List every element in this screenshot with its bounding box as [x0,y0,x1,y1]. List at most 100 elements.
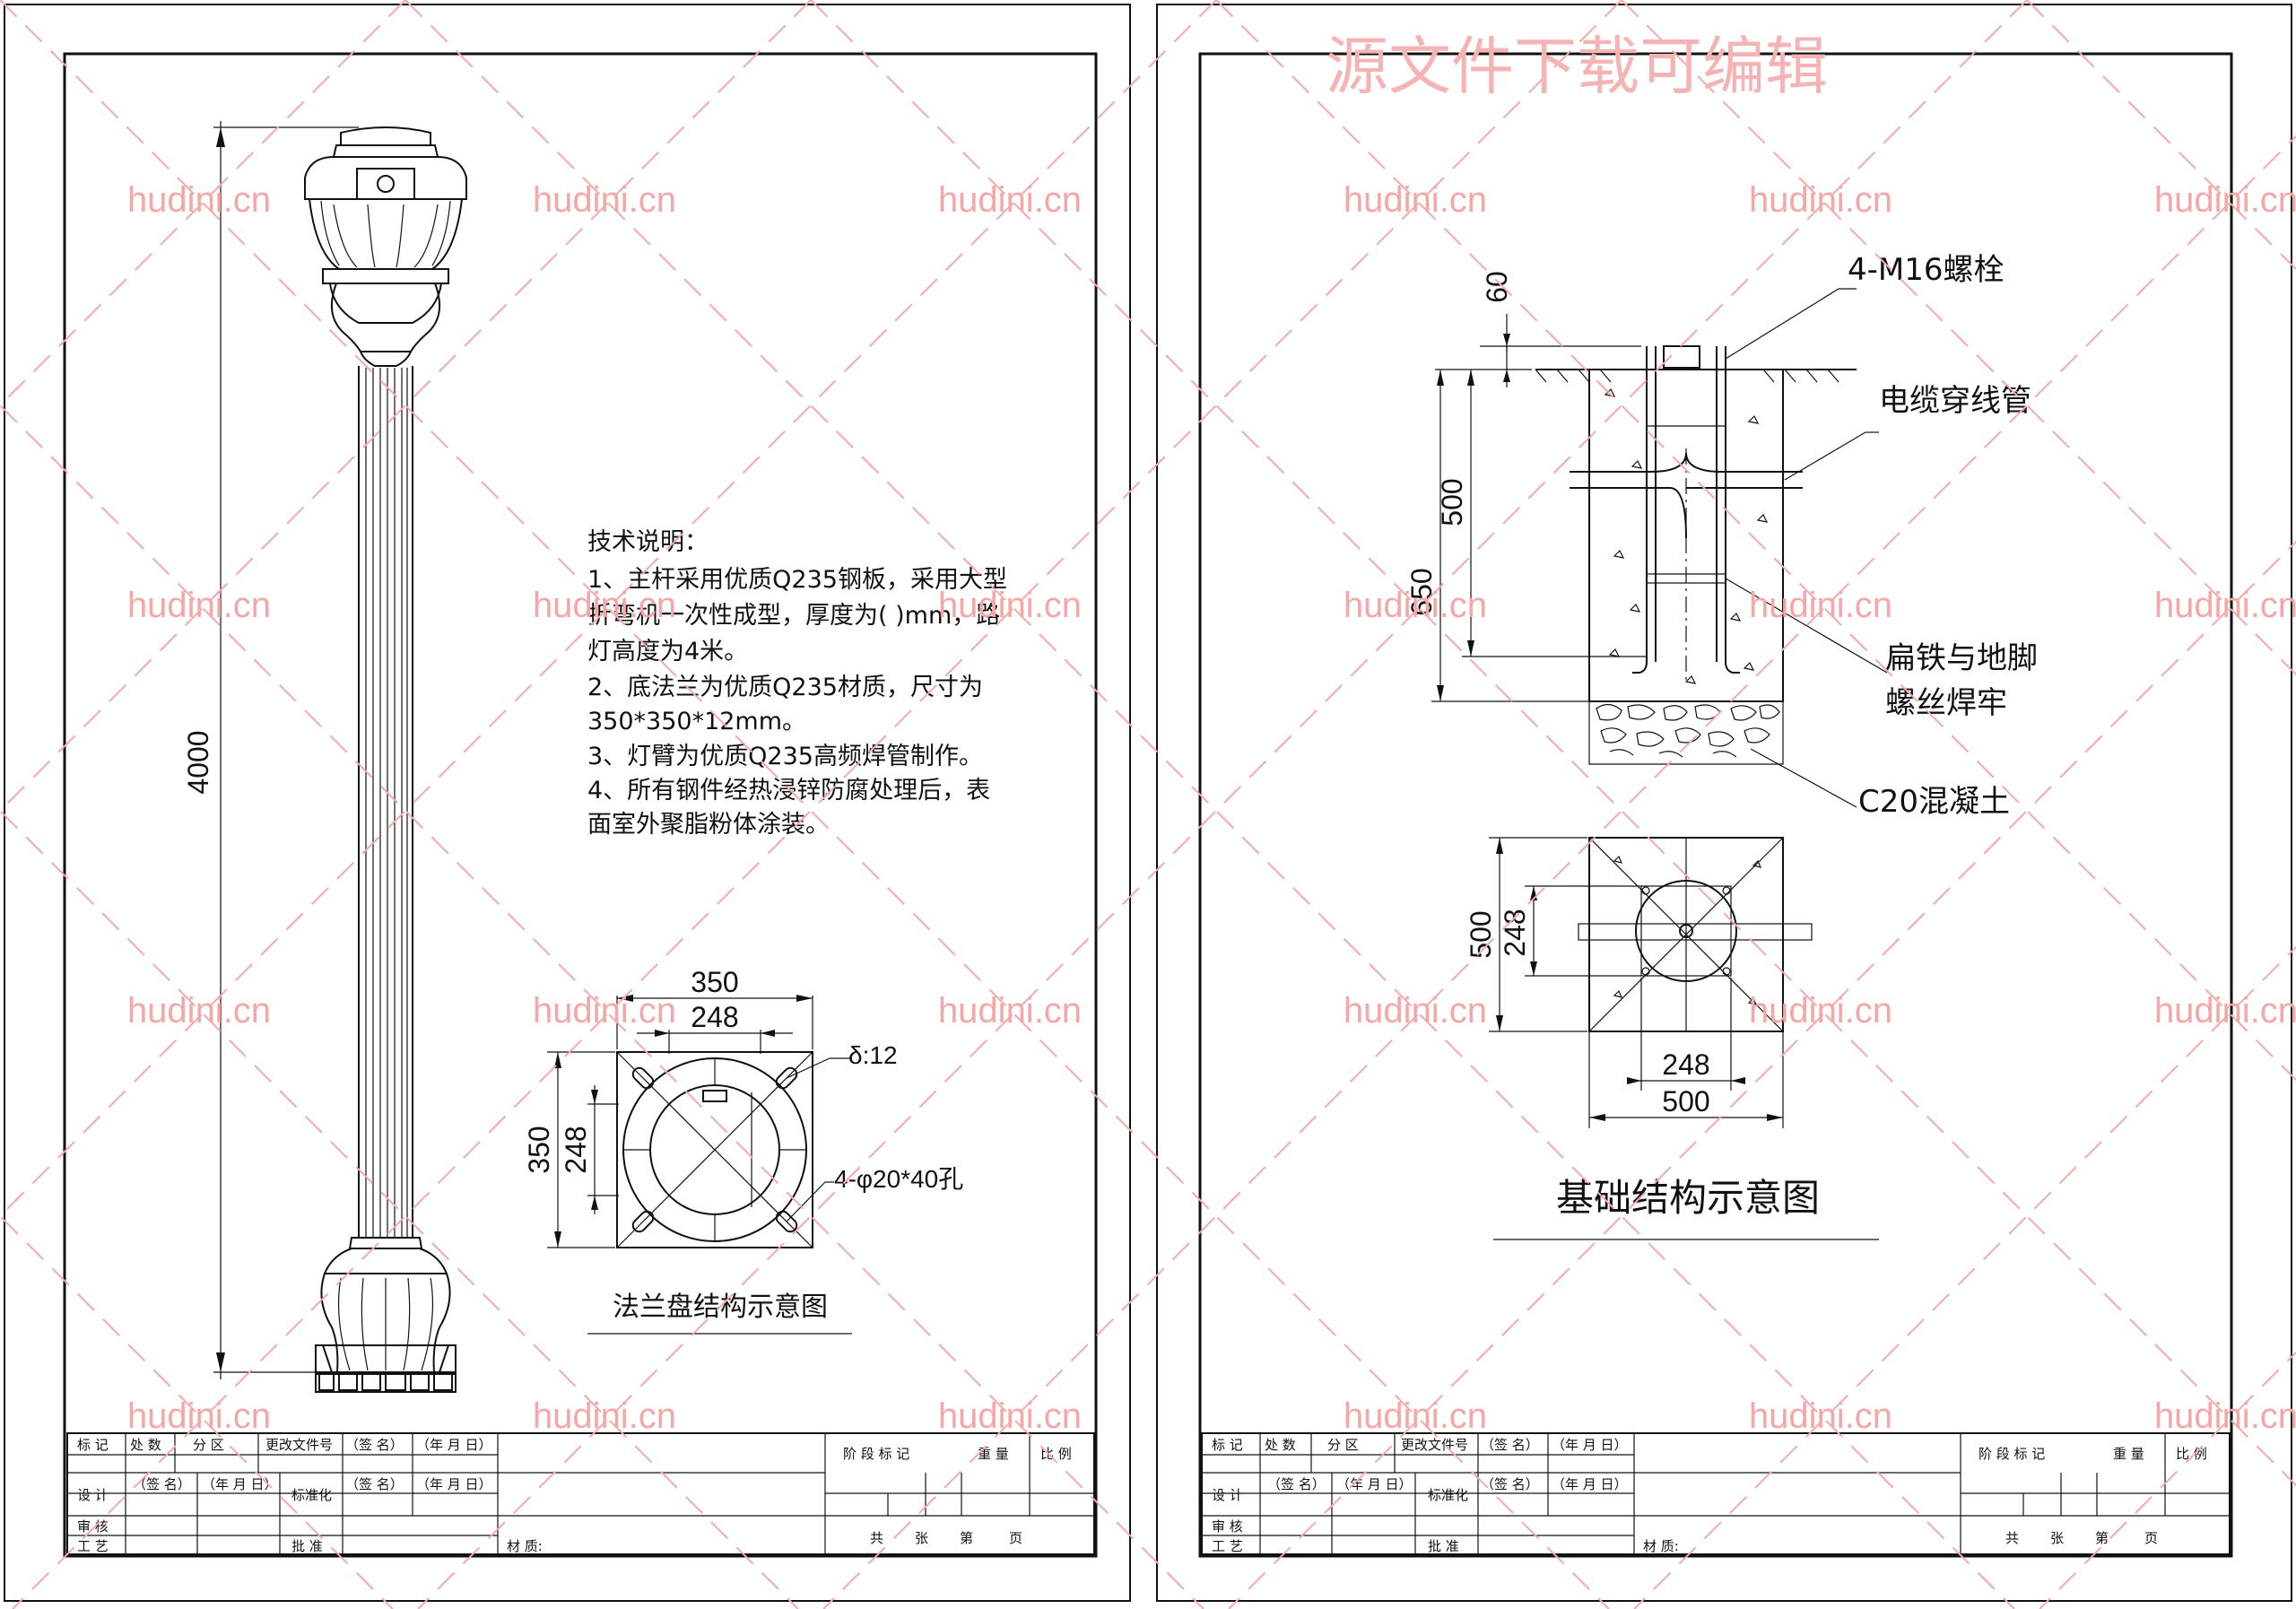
concrete-label: C20混凝土 [1858,784,2010,820]
tb-total: 共 [870,1530,883,1546]
tb-r-page: 页 [2144,1530,2158,1546]
tb-date: （年 月 日） [416,1437,492,1453]
tb-r-standard: 标准化 [1428,1487,1468,1503]
watermark-line [0,0,1610,1609]
tb-date-2: （年 月 日） [202,1476,278,1492]
notes-line-8: 面室外聚脂粉体涂装。 [587,811,830,839]
watermark-site-text: hudini.cn [533,180,676,220]
watermark-line [0,1214,394,1609]
notes-title: 技术说明： [587,528,709,556]
tb-process: 工 艺 [77,1538,109,1554]
watermark-site-text: hudini.cn [1749,1396,1892,1436]
notes-line-3: 灯高度为4米。 [587,638,748,665]
tb-scale: 比 例 [1040,1446,1072,1462]
flange-plate-diagram: 350 248 350 248 δ:12 4-φ20*40孔 法兰盘结构示意图 [523,966,963,1335]
watermark-line [0,809,799,1609]
tb-r-count: 处 数 [1265,1437,1296,1453]
foundation-plan: 500 248 248 500 基础结构示意图 [1465,837,1879,1240]
watermark-line [404,0,2015,1609]
foundation-dim-650: 650 [1405,568,1438,615]
watermark-site-text: hudini.cn [1749,991,1892,1031]
tb-approve: 批 准 [291,1538,323,1554]
watermark-site-text: hudini.cn [127,586,271,625]
watermark-texts: hudini.cn hudini.cn hudini.cn hudini.cn hudi… [127,180,2296,1436]
foundation-caption: 基础结构示意图 [1556,1176,1820,1220]
tb-standard: 标准化 [291,1487,332,1503]
watermark-line [1215,0,2296,1082]
tb-doc-no: 更改文件号 [265,1437,333,1453]
watermark-site-text: hudini.cn [2154,1396,2296,1436]
watermark-line [0,404,1205,1609]
tb-date-3: （年 月 日） [416,1476,492,1492]
notes-line-4: 2、底法兰为优质Q235材质，尺寸为 [587,674,983,701]
technical-notes: 技术说明： 1、主杆采用优质Q235钢板，采用大型 折弯机一次性成型，厚度为( … [587,528,1007,839]
right-sheet-frame [1156,4,2292,1602]
watermark-site-text: hudini.cn [2154,991,2296,1031]
watermark-site-text: hudini.cn [938,1396,1082,1436]
watermark-site-text: hudini.cn [127,1396,271,1436]
foundation-dim-60: 60 [1481,271,1513,303]
pole-height-label: 4000 [182,730,214,794]
flat-iron-label-line1: 扁铁与地脚 [1885,640,2038,676]
notes-line-2: 折弯机一次性成型，厚度为( )mm，路 [587,602,1000,630]
tb-r-sign-2: （签 名） [1267,1476,1326,1492]
left-sheet-frame [4,4,1131,1602]
tb-sheet: 张 [915,1530,928,1546]
tb-r-zone: 分 区 [1327,1437,1359,1453]
watermark-line [2026,0,2296,271]
watermark-site-text: hudini.cn [1749,180,1892,220]
notes-line-5: 350*350*12mm。 [587,708,806,735]
watermark-site-text: hudini.cn [938,180,1082,220]
watermark-line [12,0,1622,1609]
watermark-site-text: hudini.cn [938,991,1082,1031]
tb-page: 页 [1009,1530,1022,1546]
tb-r-mark: 标 记 [1212,1437,1243,1453]
watermark-site-text: hudini.cn [2154,586,2296,625]
watermark-line [0,0,406,407]
tb-page-no: 第 [960,1530,973,1546]
flange-holes-label: 4-φ20*40孔 [834,1165,963,1193]
watermark-site-text: hudini.cn [533,586,676,625]
notes-line-6: 3、灯臂为优质Q235高频焊管制作。 [587,743,983,770]
tb-zone: 分 区 [193,1437,224,1453]
tb-r-date-2: （年 月 日） [1336,1476,1413,1492]
watermark-site-text: hudini.cn [938,586,1082,625]
watermark-line [822,135,2296,1609]
tb-r-date: （年 月 日） [1552,1437,1628,1453]
tb-sign-2: （签 名） [133,1476,191,1492]
watermark-site-text: hudini.cn [533,1396,676,1436]
foundation-section: 60 500 650 4-M16螺栓 电缆穿线管 扁铁与地脚 螺丝焊牢 C20混… [1405,252,2038,820]
watermark-line [0,0,1217,1218]
watermark-site-text: hudini.cn [533,991,676,1031]
tb-r-design: 设 计 [1212,1487,1243,1503]
watermark-site-text: hudini.cn [1344,1396,1487,1436]
tb-sign: （签 名） [345,1437,404,1453]
tb-r-approve: 批 准 [1428,1538,1459,1554]
tb-stage: 阶 段 标 记 [843,1446,909,1462]
tb-r-weight: 重 量 [2113,1446,2144,1462]
watermark-banner: 源文件下载可编辑 [1326,30,1828,103]
watermark-line [0,0,812,813]
flange-outer-height: 350 [523,1126,555,1173]
watermark-site-text: hudini.cn [1344,586,1487,625]
tb-r-sign-3: （签 名） [1481,1476,1539,1492]
tb-r-material: 材 质: [1643,1538,1679,1554]
plan-dim-bottom-inner: 248 [1662,1048,1709,1081]
watermark-line [1621,0,2296,676]
pole-height-dimension: 4000 [182,121,359,1379]
watermark-site-text: hudini.cn [1344,180,1487,220]
watermark-site-text: hudini.cn [1344,991,1487,1031]
tb-r-sign: （签 名） [1481,1437,1539,1453]
watermark-site-text: hudini.cn [127,991,271,1031]
watermark-line [1228,540,2296,1609]
lamp-pole-elevation [304,126,467,1393]
flange-outer-width: 350 [691,966,738,998]
left-title-block: 标 记 处 数 分 区 更改文件号 （签 名） （年 月 日） （签 名） （年… [66,1432,1095,1555]
notes-line-7: 4、所有钢件经热浸锌防腐处理后，表 [587,777,990,804]
tb-r-scale: 比 例 [2176,1446,2207,1462]
plan-dim-bottom: 500 [1662,1085,1709,1118]
watermark-line [2039,1351,2296,1609]
tb-r-stage: 阶 段 标 记 [1979,1446,2045,1462]
